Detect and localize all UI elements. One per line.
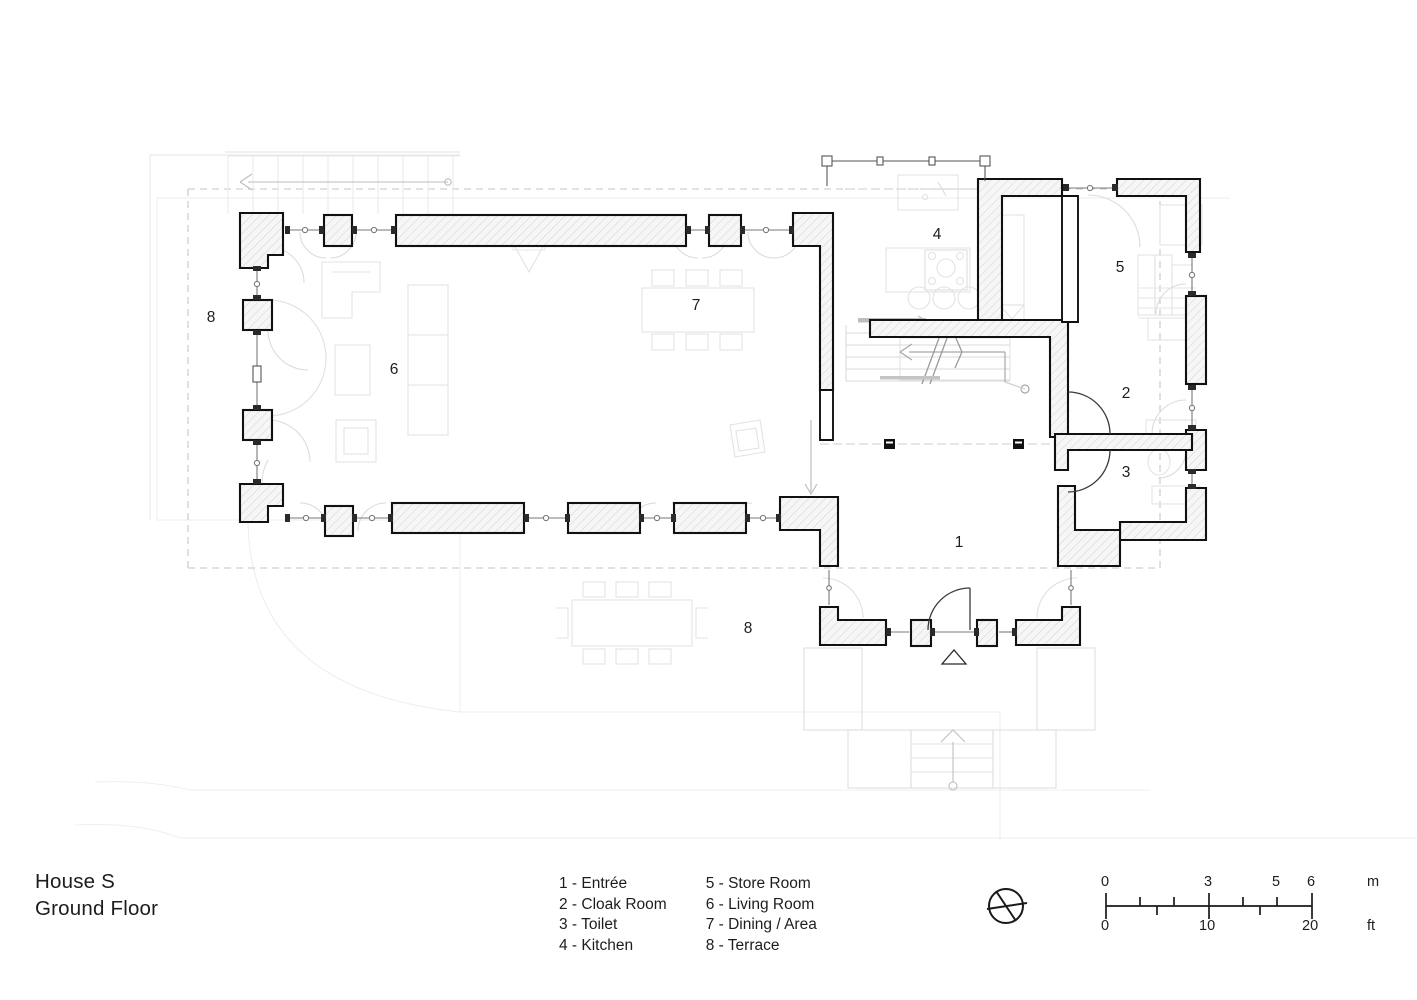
exterior-entry-platforms	[803, 647, 1096, 789]
legend-item-7: 7 - Dining / Area	[705, 916, 817, 934]
room-label-4: 4	[933, 226, 942, 243]
level-change-arrow-west	[804, 420, 818, 496]
wall-east-pier-1	[1184, 294, 1208, 386]
legend-item-1: 1 - Entrée	[559, 875, 628, 892]
wall-entrance-mullion-2	[975, 618, 999, 648]
scale-metric-0: 0	[1101, 874, 1110, 890]
wall-segment-north-long	[394, 213, 688, 248]
entrance-door-swing	[927, 587, 971, 631]
wall-pier-nw	[238, 211, 285, 270]
room-label-7: 7	[692, 297, 701, 314]
glazing-layer	[252, 184, 1196, 633]
wall-kitchen-east-partition	[1061, 195, 1079, 323]
wall-mullion-w2	[241, 408, 274, 442]
wall-entrance-se	[1014, 605, 1082, 647]
column-markers	[884, 439, 1024, 449]
scale-imperial-20: 20	[1302, 918, 1319, 934]
wall-toilet-south	[1056, 484, 1122, 568]
wall-mullion-n1	[322, 213, 354, 248]
wall-segment-south-3	[672, 501, 748, 535]
wall-store-north	[1115, 177, 1202, 254]
legend-item-6: 6 - Living Room	[705, 895, 815, 913]
room-label-5: 5	[1116, 259, 1125, 276]
drawing-title: Ground Floor	[35, 897, 159, 920]
wall-cloak-divider	[1053, 432, 1194, 472]
title-block: House S Ground Floor	[35, 868, 158, 922]
room-label-3: 3	[1122, 464, 1131, 481]
project-title: House S	[35, 870, 116, 893]
room-label-2: 2	[1122, 385, 1131, 402]
scale-metric-3: 3	[1204, 874, 1213, 890]
room-label-6: 6	[390, 361, 399, 378]
site-context-layer	[74, 151, 1417, 840]
wall-mullion-n2	[707, 213, 743, 248]
scale-metric-unit: m	[1367, 874, 1380, 890]
stair-direction-arrow	[899, 343, 1030, 394]
wall-living-east-tail	[819, 389, 834, 441]
wall-entrance-sw	[818, 605, 888, 647]
legend-column-right: 5 - Store Room 6 - Living Room 7 - Dinin…	[706, 874, 817, 956]
scale-imperial-unit: ft	[1367, 918, 1376, 934]
scale-imperial-0: 0	[1101, 918, 1110, 934]
deck-direction-arrow-northwest	[239, 173, 452, 191]
legend-item-4: 4 - Kitchen	[559, 936, 634, 954]
wall-segment-south-2	[566, 501, 642, 535]
interior-door-swings	[1067, 391, 1111, 493]
wall-layer	[238, 177, 1208, 648]
stair-lower-rail	[880, 376, 940, 380]
room-label-1: 1	[955, 534, 964, 551]
room-number-labels: 8 6 7 4 5 2 3 1 8	[207, 226, 1131, 637]
scale-bar-graphic	[1105, 893, 1313, 919]
wall-pier-sw	[238, 482, 285, 524]
wall-mullion-w1	[241, 298, 274, 332]
scale-metric-5: 5	[1272, 874, 1281, 890]
wall-mullion-s1	[323, 504, 355, 538]
wall-pier-se-living	[778, 495, 840, 568]
exterior-deck-grid-northwest	[227, 155, 460, 214]
room-label-8-west: 8	[207, 309, 216, 326]
legend-item-8: 8 - Terrace	[705, 936, 780, 954]
wall-segment-south-1	[390, 501, 526, 535]
mullion-caps	[253, 184, 1196, 636]
legend-item-3: 3 - Toilet	[559, 916, 618, 934]
thin-wall-layer	[819, 195, 1079, 441]
room-label-8-south: 8	[744, 620, 753, 637]
legend-column-left: 1 - Entrée 2 - Cloak Room 3 - Toilet 4 -…	[559, 874, 667, 956]
exterior-step-direction-arrow	[940, 729, 966, 791]
scale-imperial-10: 10	[1199, 918, 1216, 934]
canopy-track-north	[821, 155, 991, 186]
north-arrow	[986, 888, 1028, 924]
room-legend: 1 - Entrée 2 - Cloak Room 3 - Toilet 4 -…	[559, 874, 817, 956]
stair-break-line	[921, 329, 963, 385]
scale-metric-6: 6	[1307, 874, 1316, 890]
legend-item-5: 5 - Store Room	[705, 875, 811, 892]
legend-item-2: 2 - Cloak Room	[559, 895, 667, 913]
level-marker-triangle	[940, 649, 968, 665]
